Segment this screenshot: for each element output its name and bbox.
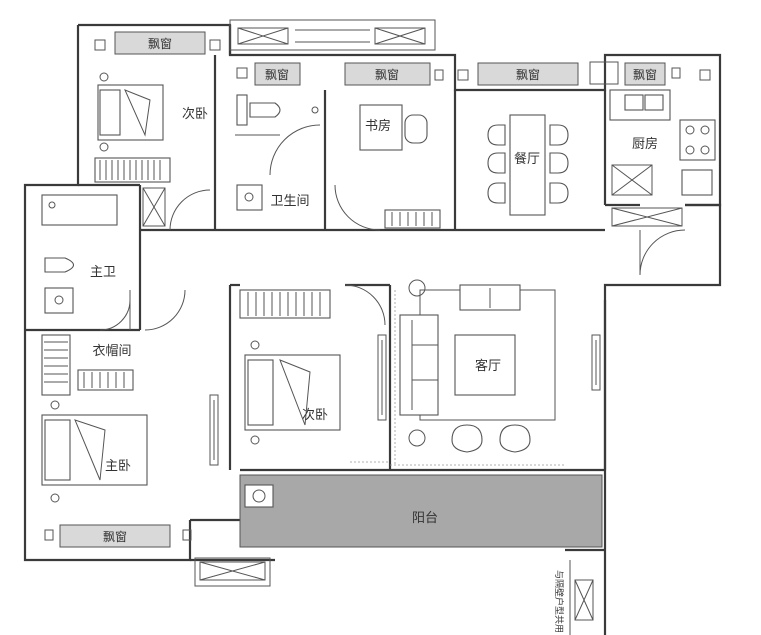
- washer: [244, 484, 274, 508]
- walls: [23, 19, 722, 635]
- room-labels: 飘窗 飘窗 飘窗 飘窗 飘窗 飘窗 次卧 卫生间 书房 餐厅 厨房 主卫 衣帽间…: [90, 37, 658, 633]
- label-bathroom: 卫生间: [270, 194, 309, 209]
- kitchen-furniture: [609, 89, 716, 276]
- label-bay-window-4: 飘窗: [516, 68, 540, 82]
- bay-window-secondary-bedroom: [114, 31, 206, 55]
- window-units: [194, 27, 594, 621]
- bay-windows: [44, 31, 711, 548]
- label-secondary-bedroom-top: 次卧: [182, 106, 208, 122]
- label-cloakroom: 衣帽间: [92, 343, 131, 359]
- label-bay-window-6: 飘窗: [103, 530, 127, 544]
- master-bedroom-furniture: [41, 394, 219, 503]
- bay-window-study: [344, 62, 431, 86]
- living-room-furniture: [350, 279, 601, 466]
- dining-furniture: [487, 114, 569, 216]
- cloakroom-furniture: [41, 289, 186, 396]
- study-furniture: [334, 104, 441, 231]
- bay-window-kitchen: [624, 62, 666, 86]
- master-bath-furniture: [41, 194, 131, 331]
- balcony-area: [239, 474, 603, 548]
- label-master-bath: 主卫: [90, 265, 116, 280]
- bay-window-bathroom: [254, 62, 301, 86]
- label-dining: 餐厅: [514, 151, 540, 167]
- label-secondary-bedroom-middle: 次卧: [302, 407, 328, 423]
- label-balcony: 阳台: [412, 511, 438, 526]
- label-study: 书房: [365, 118, 391, 134]
- label-master-bedroom: 主卧: [105, 459, 131, 474]
- bay-window-dining: [477, 62, 579, 86]
- bathroom-furniture: [235, 94, 321, 211]
- label-bay-window-1: 飘窗: [148, 37, 172, 51]
- secondary-bedroom-middle-furniture: [239, 284, 387, 445]
- secondary-bedroom-top-furniture: [94, 72, 211, 231]
- label-shared-wall-note: 与隔壁户型共用: [553, 570, 565, 633]
- label-bay-window-5: 飘窗: [633, 68, 657, 82]
- label-kitchen: 厨房: [632, 136, 658, 152]
- bay-window-master-bedroom: [59, 524, 171, 548]
- label-living: 客厅: [475, 358, 501, 374]
- label-bay-window-2: 飘窗: [265, 68, 289, 82]
- label-bay-window-3: 飘窗: [375, 68, 399, 82]
